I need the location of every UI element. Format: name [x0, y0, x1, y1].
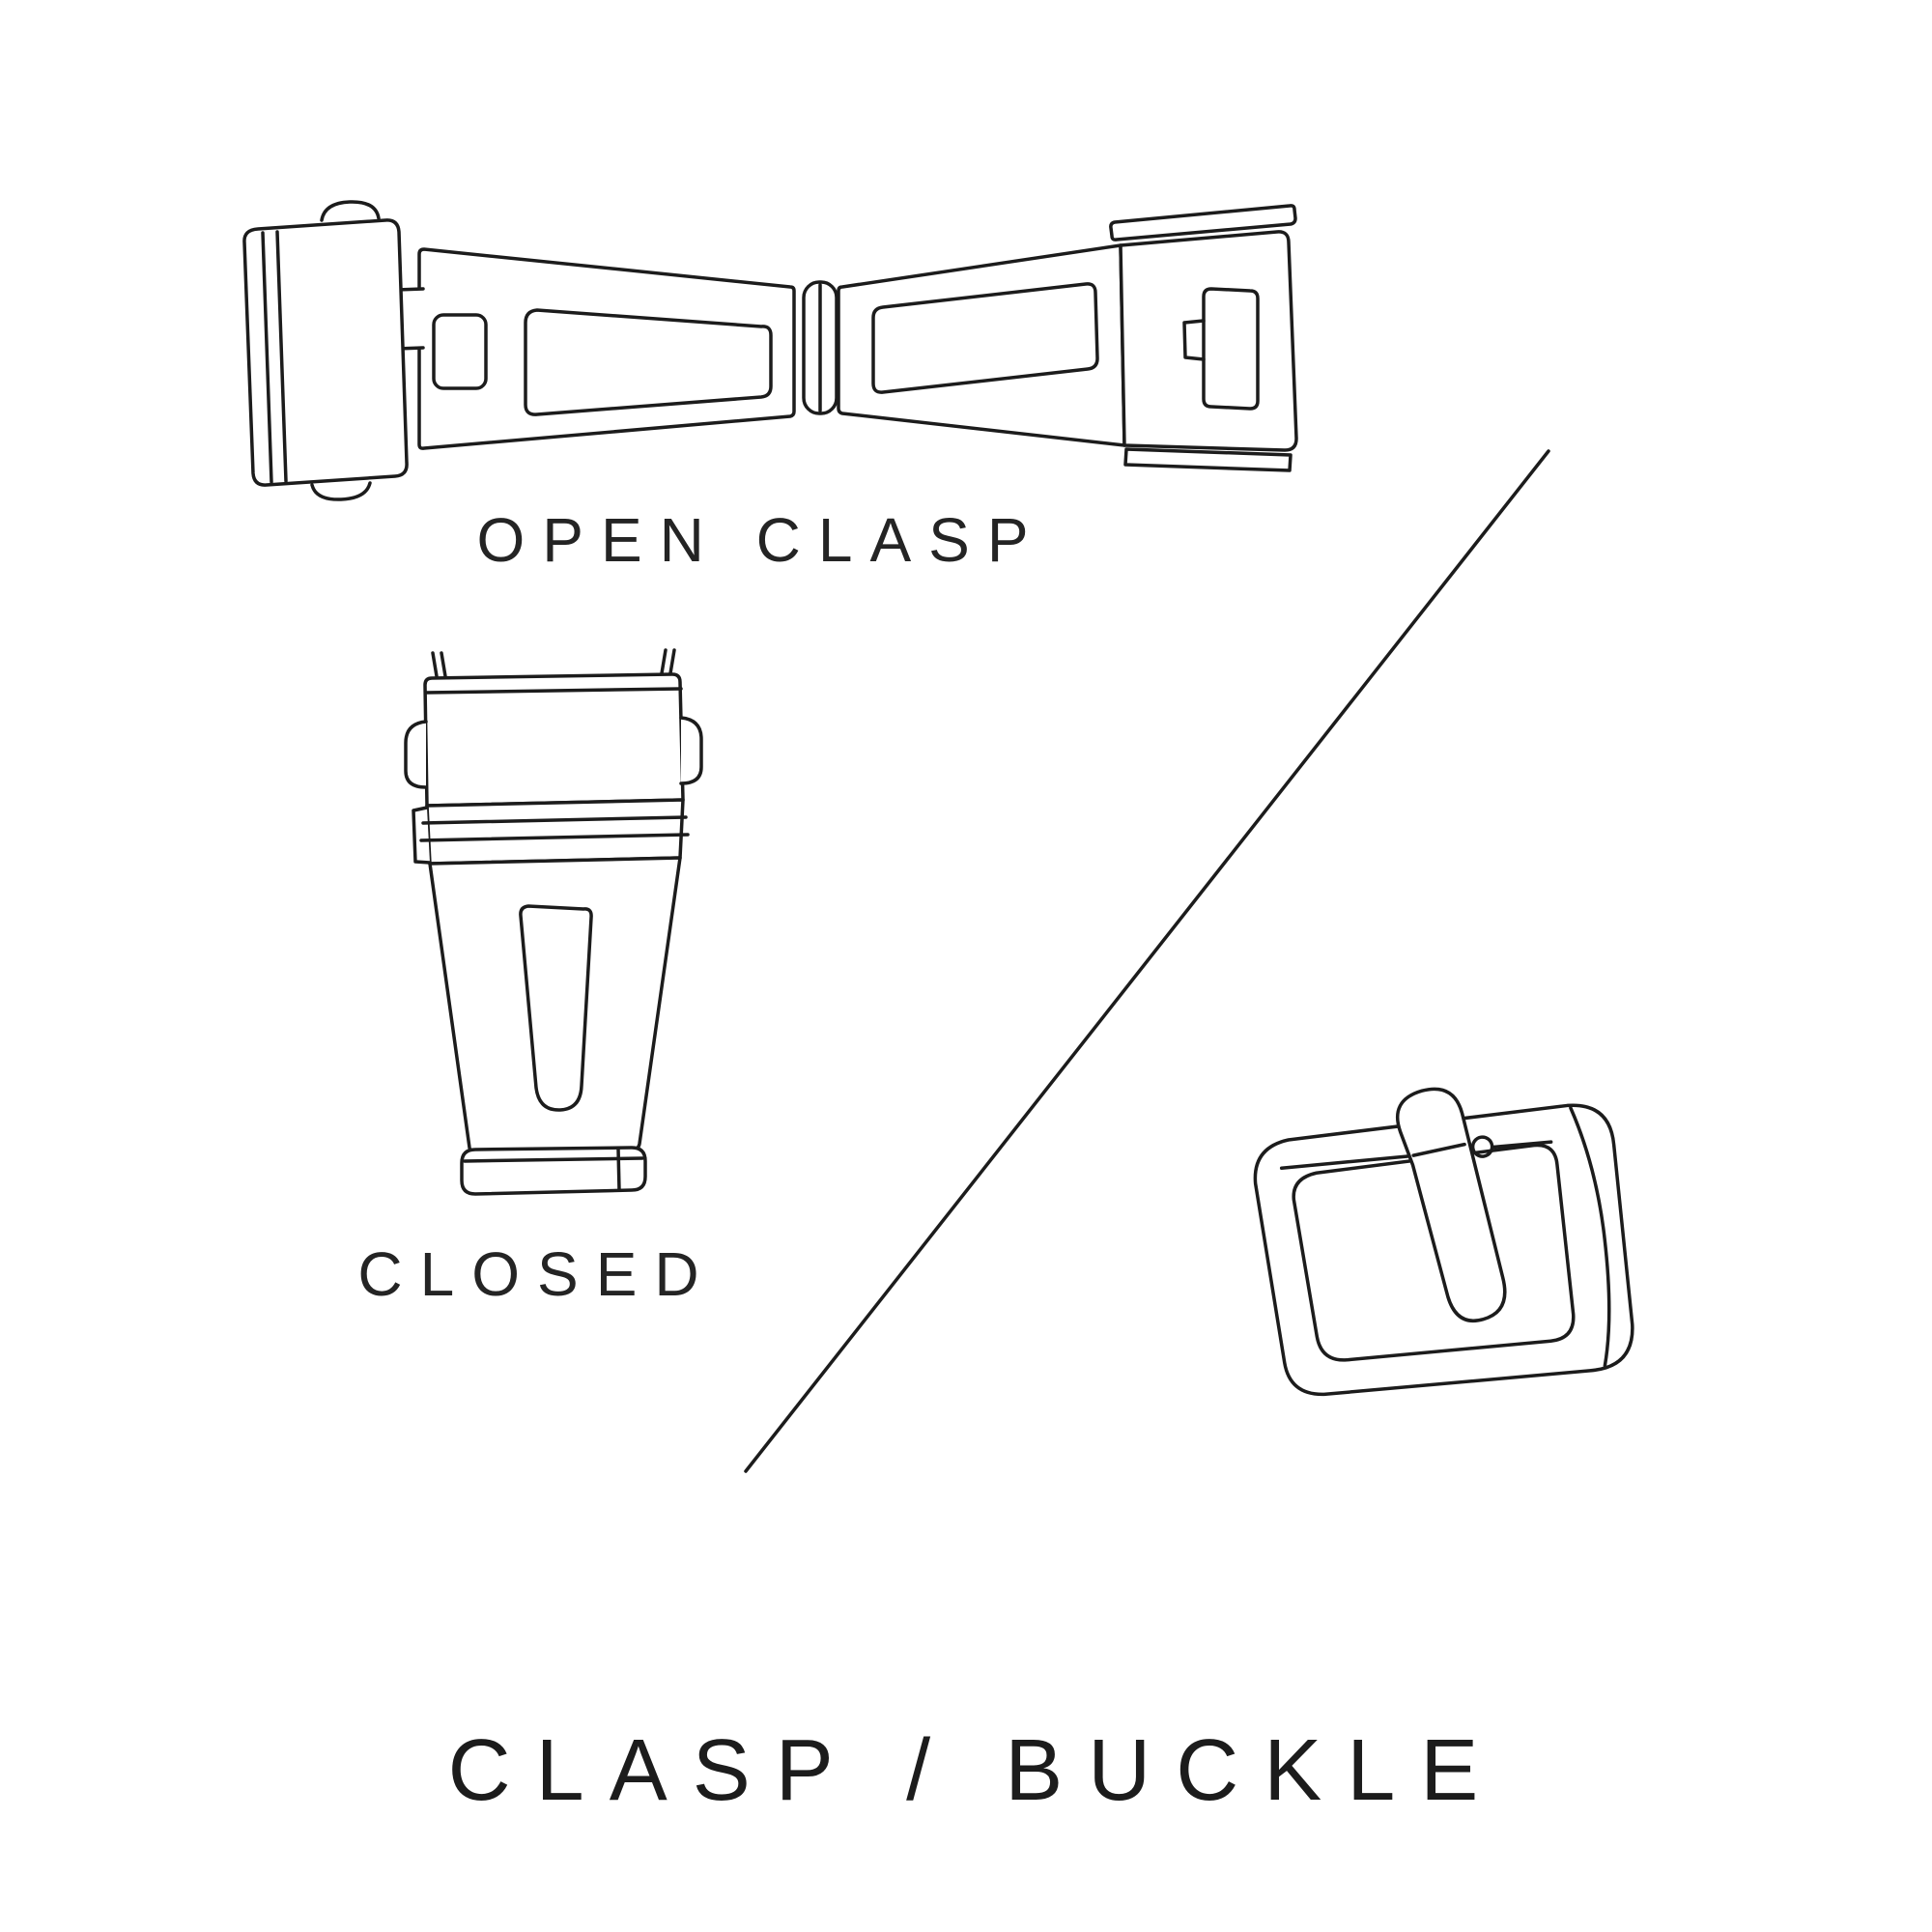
- open-clasp-left-arm: [417, 247, 796, 450]
- open-clasp-left-link-top-bump: [320, 200, 381, 222]
- buckle-pin-axis: [1279, 1154, 1409, 1170]
- open-clasp-label: OPEN CLASP: [476, 505, 1046, 575]
- closed-clasp-left-ear: [404, 720, 428, 789]
- closed-clasp-bottom-bar-line: [463, 1156, 644, 1163]
- open-clasp-left-window: [524, 308, 773, 416]
- closed-label: CLOSED: [357, 1239, 717, 1309]
- closed-clasp-band: [425, 798, 685, 866]
- closed-clasp-band-line: [421, 815, 688, 825]
- open-clasp-catch-step: [1182, 319, 1206, 361]
- closed-clasp-prong: [440, 651, 447, 678]
- buckle-pin-coil: [1470, 1135, 1494, 1158]
- open-clasp-illustration: [242, 200, 1298, 501]
- diagram-title: CLASP / BUCKLE: [447, 1722, 1504, 1819]
- closed-clasp-prong: [668, 648, 676, 675]
- closed-clasp-band-line: [419, 833, 690, 842]
- open-clasp-left-link-line: [261, 231, 273, 484]
- open-clasp-right-bottom-plate: [1123, 447, 1293, 472]
- open-clasp-catch: [1202, 287, 1260, 411]
- tang-buckle-illustration: [1253, 1087, 1634, 1397]
- open-clasp-left-link-line: [275, 230, 288, 483]
- open-clasp-notch-hole: [432, 313, 488, 390]
- closed-clasp-top-block: [423, 672, 685, 808]
- closed-clasp-prong: [660, 648, 668, 675]
- closed-clasp-bottom-bar-divider: [616, 1147, 621, 1192]
- buckle-right-edge-contour: [1569, 1106, 1611, 1368]
- closed-clasp-right-ear: [679, 716, 703, 785]
- closed-clasp-top-line: [424, 687, 683, 695]
- open-clasp-left-link-bottom-bump: [310, 481, 372, 501]
- open-clasp-right-top-plate: [1109, 204, 1297, 242]
- open-clasp-right-window: [871, 282, 1099, 394]
- buckle-pin-axis: [1492, 1140, 1553, 1150]
- divider-line: [744, 449, 1550, 1473]
- closed-clasp-illustration: [404, 648, 703, 1196]
- buckle-tongue: [1395, 1087, 1507, 1322]
- closed-clasp-slot: [519, 904, 593, 1112]
- buckle-tongue-wrap-line: [1411, 1142, 1466, 1157]
- open-clasp-right-arm: [837, 243, 1126, 447]
- closed-clasp-prong: [431, 651, 439, 678]
